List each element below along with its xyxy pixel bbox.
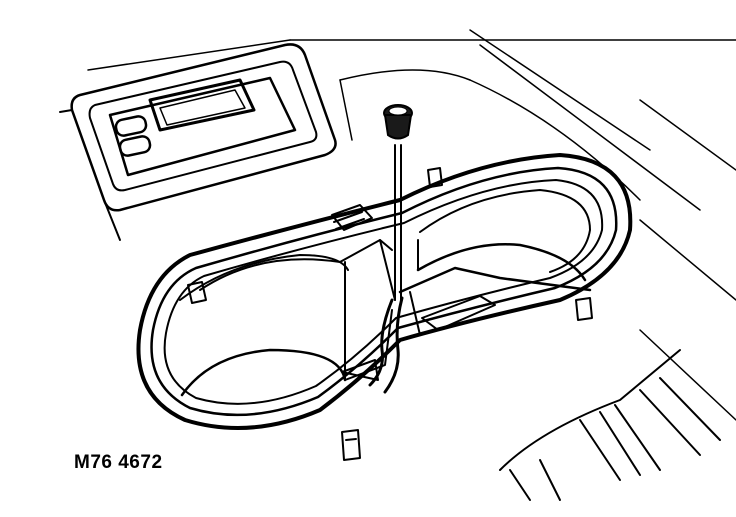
clip-bottom [341, 429, 361, 461]
cupholder-rim [136, 153, 633, 430]
console-grille [499, 329, 736, 501]
clip-top-center [331, 204, 373, 231]
console-outline [87, 29, 736, 301]
center-divider [368, 296, 404, 394]
clip-left [187, 281, 207, 304]
clip-right [575, 297, 593, 321]
left-cup-well [179, 239, 396, 397]
right-cup-well [398, 189, 592, 336]
figure-reference-code: M76 4672 [74, 452, 163, 473]
screw [383, 104, 413, 301]
switch-panel [59, 43, 337, 241]
clip-top-right [427, 167, 443, 188]
